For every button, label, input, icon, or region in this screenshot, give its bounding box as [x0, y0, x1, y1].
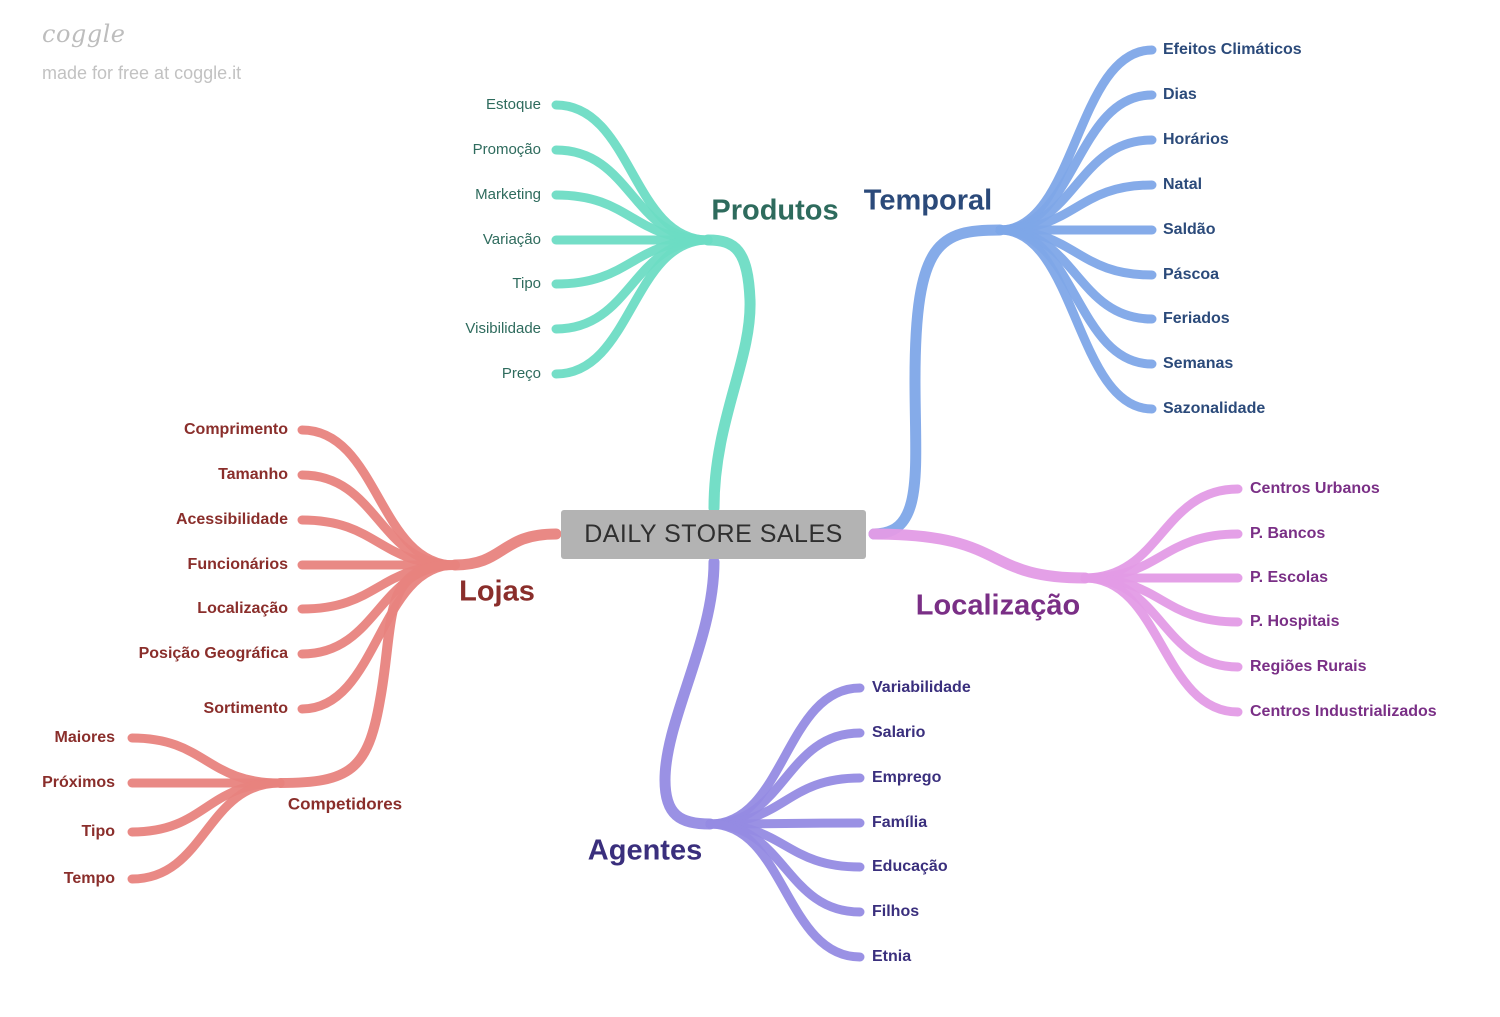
- made-with-coggle-note: made for free at coggle.it: [42, 63, 242, 83]
- leaf-temporal-semanas[interactable]: Semanas: [1163, 355, 1233, 372]
- leaf-agentes-variabilidade[interactable]: Variabilidade: [872, 679, 971, 696]
- leaf-lojas-localizacao[interactable]: Localização: [197, 600, 288, 617]
- leaf-temporal-horarios[interactable]: Horários: [1163, 131, 1229, 148]
- leaf-produtos-preco[interactable]: Preço: [502, 365, 541, 382]
- leaf-localizacao-p-escolas[interactable]: P. Escolas: [1250, 569, 1328, 586]
- leaf-temporal-pascoa[interactable]: Páscoa: [1163, 266, 1219, 283]
- branch-label-localizacao[interactable]: Localização: [916, 590, 1080, 622]
- leaf-connector-agentes: [705, 819, 865, 962]
- leaf-agentes-familia[interactable]: Família: [872, 814, 927, 831]
- branch-label-temporal[interactable]: Temporal: [864, 185, 992, 217]
- leaf-temporal-efeitos-climaticos[interactable]: Efeitos Climáticos: [1163, 41, 1302, 58]
- leaf-produtos-visibilidade[interactable]: Visibilidade: [465, 320, 541, 337]
- branch-agentes-connector: [659, 556, 720, 830]
- central-topic[interactable]: DAILY STORE SALES: [561, 510, 866, 559]
- leaf-agentes-emprego[interactable]: Emprego: [872, 769, 942, 786]
- leaf-localizacao-centros-urbanos[interactable]: Centros Urbanos: [1250, 480, 1380, 497]
- leaf-connector-competidores: [127, 733, 285, 788]
- branch-temporal-connector: [868, 224, 1006, 540]
- leaf-agentes-etnia[interactable]: Etnia: [872, 948, 911, 965]
- leaf-produtos-tipo[interactable]: Tipo: [512, 275, 541, 292]
- branch-lojas-connector: [449, 528, 562, 571]
- leaf-lojas-acessibilidade[interactable]: Acessibilidade: [176, 511, 288, 528]
- leaf-localizacao-p-bancos[interactable]: P. Bancos: [1250, 525, 1325, 542]
- coggle-logo: coggle: [42, 20, 126, 48]
- leaf-lojas-posicao-geografica[interactable]: Posição Geográfica: [139, 645, 288, 662]
- leaf-agentes-salario[interactable]: Salario: [872, 724, 926, 741]
- sub-branch-competidores-connector: [275, 560, 460, 788]
- leaf-produtos-variacao[interactable]: Variação: [483, 231, 541, 248]
- leaf-temporal-natal[interactable]: Natal: [1163, 176, 1202, 193]
- leaf-lojas-comprimento[interactable]: Comprimento: [184, 421, 288, 438]
- leaf-competidores-tipo[interactable]: Tipo: [82, 823, 116, 840]
- leaf-competidores-maiores[interactable]: Maiores: [55, 729, 116, 746]
- leaf-produtos-marketing[interactable]: Marketing: [475, 186, 541, 203]
- leaf-agentes-filhos[interactable]: Filhos: [872, 903, 919, 920]
- leaf-temporal-saldao[interactable]: Saldão: [1163, 221, 1216, 238]
- leaf-localizacao-regioes-rurais[interactable]: Regiões Rurais: [1250, 658, 1367, 675]
- leaf-connector-produtos: [551, 235, 713, 379]
- branch-localizacao-connector: [868, 528, 1091, 584]
- leaf-produtos-estoque[interactable]: Estoque: [486, 96, 541, 113]
- leaf-temporal-sazonalidade[interactable]: Sazonalidade: [1163, 400, 1265, 417]
- leaf-competidores-proximos[interactable]: Próximos: [42, 774, 115, 791]
- branch-label-lojas[interactable]: Lojas: [459, 576, 535, 608]
- leaf-lojas-tamanho[interactable]: Tamanho: [218, 466, 288, 483]
- leaf-connector-temporal: [995, 225, 1157, 414]
- leaf-connector-localizacao: [1080, 573, 1243, 717]
- branch-label-produtos[interactable]: Produtos: [711, 195, 838, 227]
- leaf-competidores-tempo[interactable]: Tempo: [64, 870, 115, 887]
- leaf-lojas-sortimento[interactable]: Sortimento: [204, 700, 289, 717]
- leaf-localizacao-p-hospitais[interactable]: P. Hospitais: [1250, 613, 1340, 630]
- leaf-produtos-promocao[interactable]: Promoção: [473, 141, 541, 158]
- leaf-lojas-funcionarios[interactable]: Funcionários: [188, 556, 289, 573]
- branch-produtos-connector: [702, 234, 756, 514]
- leaf-agentes-educacao[interactable]: Educação: [872, 858, 948, 875]
- branch-label-agentes[interactable]: Agentes: [588, 835, 702, 867]
- leaf-temporal-feriados[interactable]: Feriados: [1163, 310, 1230, 327]
- sub-branch-label-competidores[interactable]: Competidores: [288, 794, 402, 813]
- leaf-connector-competidores: [127, 778, 285, 884]
- leaf-temporal-dias[interactable]: Dias: [1163, 86, 1197, 103]
- leaf-localizacao-centros-industrializados[interactable]: Centros Industrializados: [1250, 703, 1437, 720]
